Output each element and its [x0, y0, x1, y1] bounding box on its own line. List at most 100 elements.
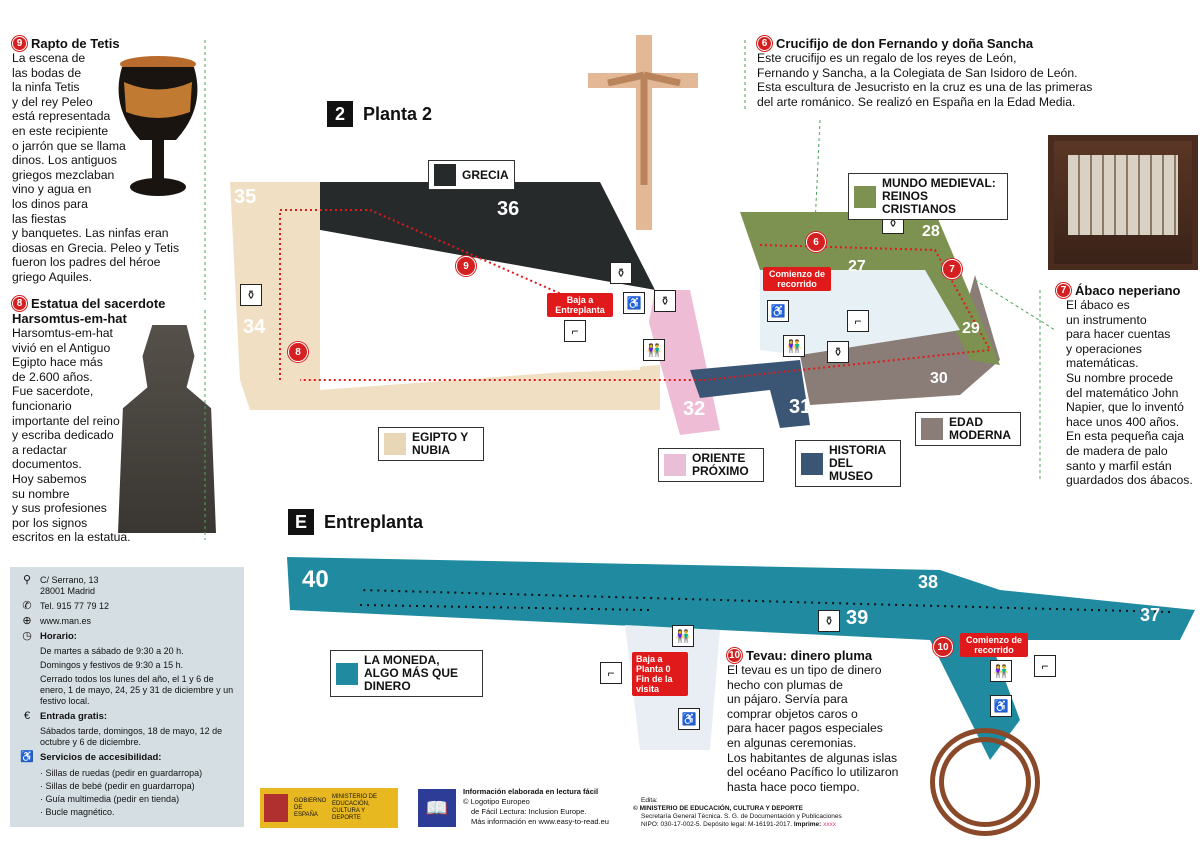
lf-line[interactable]: Más información en www.easy-to-read.eu [471, 817, 609, 826]
estatua-title: Estatua del sacerdote [31, 296, 166, 311]
address-line: C/ Serrano, 13 [40, 575, 99, 585]
legend-swatch [921, 418, 943, 440]
text-line: los dinos para [12, 196, 88, 211]
info-vase-icon: ⚱ [827, 341, 849, 363]
legend-historia: HISTORIA DEL MUSEO [795, 440, 901, 487]
text-line: El tevau es un tipo de dinero [727, 663, 882, 677]
accessible-restroom-icon: ♿ [678, 708, 700, 730]
floor-title: Entreplanta [324, 511, 424, 532]
stop-marker[interactable]: 6 [806, 232, 826, 252]
ministerio-text: MINISTERIO DE EDUCACIÓN, CULTURA Y DEPOR… [332, 794, 378, 821]
text-line: griego Aquiles. [12, 269, 92, 284]
lectura-facil-info: Información elaborada en lectura fácil ©… [463, 787, 609, 827]
restroom-icon: 👫 [783, 335, 805, 357]
legend-oriente: ORIENTE PRÓXIMO [658, 448, 764, 482]
elevator-accessible-restroom-icon: ♿ [623, 292, 645, 314]
text-line: dinos. Los antiguos [12, 153, 118, 168]
text-line: y banquetes. Las ninfas eran [12, 226, 169, 241]
text-line: a redactar [12, 442, 67, 457]
entrada-text: Sábados tarde, domingos, 18 de mayo, 12 … [40, 726, 223, 747]
text-line: importante del reino [12, 413, 120, 428]
horario-title: Horario: [40, 631, 77, 642]
text-line: diosas en Grecia. Peleo y Tetis [12, 240, 180, 255]
text-line: un instrumento [1066, 312, 1147, 327]
stairs-icon: ⌐ [1034, 655, 1056, 677]
legend-swatch [801, 452, 823, 475]
stop-marker[interactable]: 10 [933, 637, 953, 657]
text-line: y sus profesiones [12, 501, 107, 516]
room-number: 28 [922, 223, 940, 240]
text-line: Fernando y Sancha, a la Colegiata de San… [757, 65, 1078, 80]
crucifijo-text: Este crucifijo es un regalo de los reyes… [757, 51, 1092, 109]
editor-line: © MINISTERIO DE EDUCACIÓN, CULTURA Y DEP… [633, 805, 803, 812]
gobierno-logo: GOBIERNO DE ESPAÑA MINISTERIO DE EDUCACI… [260, 788, 398, 828]
text-line: griegos mezclaban [12, 167, 115, 182]
info-vase-icon: ⚱ [610, 262, 632, 284]
room-oriente[interactable] [640, 290, 720, 435]
text-line: y escriba dedicado [12, 428, 114, 443]
horario-line: Cerrado todos los lunes del año, el 1 y … [40, 674, 234, 706]
leader-lines [204, 40, 1056, 540]
room-number: 29 [962, 320, 980, 337]
horario-line: Domingos y festivos de 9:30 a 15 h. [40, 660, 184, 670]
stop-number: 7 [1056, 283, 1071, 298]
text-line: su nombre [12, 486, 70, 501]
room-number: 38 [918, 572, 939, 592]
stop-marker[interactable]: 9 [456, 256, 476, 276]
legend-mundo-medieval: MUNDO MEDIEVAL: REINOS CRISTIANOS [848, 173, 1008, 220]
stop-marker[interactable]: 7 [942, 259, 962, 279]
text-line: hecho con plumas de [727, 677, 843, 692]
location-pin-icon: ⚲ [22, 574, 32, 586]
elevator-accessible-icon: ♿ [767, 300, 789, 322]
text-line: está representada [12, 109, 111, 124]
text-line: La escena de [12, 51, 86, 65]
editor-info: Edita: © MINISTERIO DE EDUCACIÓN, CULTUR… [633, 797, 842, 829]
stairs-icon: ⌐ [564, 320, 586, 342]
abaco-title: Ábaco neperiano [1075, 283, 1181, 298]
horario-line: De martes a sábado de 9:30 a 20 h. [40, 646, 184, 656]
text-line: del arte románico. Se realizó en España … [757, 94, 1076, 109]
text-line: de madera de palo [1066, 443, 1168, 458]
acc-item: · Bucle magnético. [40, 807, 115, 817]
floor-title: Planta 2 [363, 103, 433, 124]
room-grecia[interactable] [320, 182, 655, 290]
legend-label: GRECIA [462, 167, 509, 182]
editor-line: Secretaría General Técnica. S. G. de Doc… [641, 813, 842, 820]
stop-number: 9 [12, 36, 27, 51]
text-line: en algunas ceremonias. [727, 735, 857, 750]
legend-moneda: LA MONEDA, ALGO MÁS QUE DINERO [330, 650, 483, 697]
route-line [279, 209, 992, 381]
gobierno-text: GOBIERNO DE ESPAÑA [294, 797, 327, 818]
text-line: Este crucifijo es un regalo de los reyes… [757, 51, 1017, 65]
room-egipto[interactable] [230, 182, 660, 410]
stop-marker[interactable]: 8 [288, 342, 308, 362]
accesibilidad-list: · Sillas de ruedas (pedir en guardarropa… [20, 767, 234, 819]
room-moderna[interactable] [800, 275, 1000, 405]
legend-label: LA MONEDA, ALGO MÁS QUE DINERO [364, 653, 459, 693]
address-line: 28001 Madrid [40, 586, 96, 596]
comienzo-recorrido-label: Comienzo de recorrido [960, 633, 1028, 657]
legend-swatch [434, 164, 456, 186]
text-line: guardados dos ábacos. [1066, 473, 1193, 488]
text-line: por los signos [12, 515, 88, 530]
route-line [359, 589, 1171, 613]
text-line: las fiestas [12, 211, 67, 226]
baja-entreplanta-label: Baja a Entreplanta [547, 293, 613, 317]
text-line: fueron los padres del héroe [12, 255, 161, 270]
editor-line: NIPO: 030-17-002-5. Depósito legal: M-16… [641, 821, 793, 828]
website-link[interactable]: www.man.es [40, 616, 92, 626]
room-number: 30 [930, 370, 948, 387]
legend-label: EDAD MODERNA [949, 415, 1011, 442]
lf-line: © Logotipo Europeo [463, 797, 530, 806]
text-line: documentos. [12, 457, 82, 472]
euro-icon: € [23, 710, 31, 722]
room-historia[interactable] [690, 360, 810, 428]
room-number: 36 [497, 198, 520, 220]
text-line: matemáticas. [1066, 356, 1139, 371]
tetis-title: Rapto de Tetis [31, 36, 120, 51]
